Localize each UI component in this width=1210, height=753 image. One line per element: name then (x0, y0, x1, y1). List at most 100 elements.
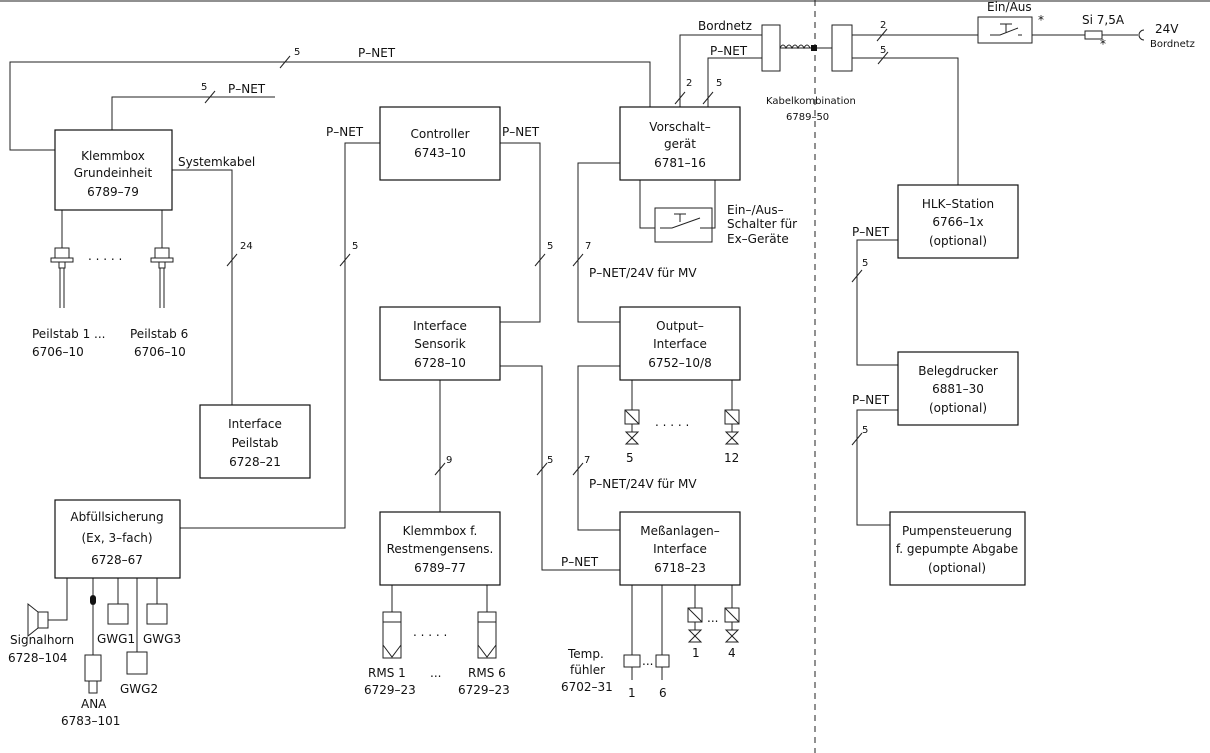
temp-label-2: fühler (570, 663, 605, 677)
gwg3-label: GWG3 (143, 632, 181, 646)
svg-text:6789–79: 6789–79 (87, 185, 139, 199)
count-5-mess: 5 (547, 455, 553, 466)
svg-text:(Ex, 3–fach): (Ex, 3–fach) (81, 531, 152, 545)
count-7-mess: 7 (584, 455, 590, 466)
svg-text:Interface: Interface (653, 542, 707, 556)
peilstab-1-symbol (50, 247, 74, 308)
peilstab1-label-1: Peilstab 1 ... (32, 327, 106, 341)
ein-aus-switch (977, 16, 1033, 44)
pumpensteuerung-box: Pumpensteuerung f. gepumpte Abgabe (opti… (889, 511, 1026, 586)
svg-text:6789–77: 6789–77 (414, 561, 466, 575)
count-7-output: 7 (585, 241, 591, 252)
peilstab-6-symbol (150, 247, 174, 308)
gwg3-symbol (146, 603, 168, 625)
labels: P–NET P–NET Systemkabel P–NET P–NET Bord… (8, 0, 1195, 728)
temp-label-3: 6702–31 (561, 680, 613, 694)
svg-text:Belegdrucker: Belegdrucker (918, 364, 998, 378)
rms-6-symbol (477, 611, 497, 659)
temp-sensor-1-symbol (623, 654, 641, 680)
svg-text:6766–1x: 6766–1x (932, 215, 983, 229)
output-valve-dots: . . . . . (655, 415, 689, 429)
gwg2-label: GWG2 (120, 682, 158, 696)
rms6-label-2: 6729–23 (458, 683, 510, 697)
svg-text:6781–16: 6781–16 (654, 156, 706, 170)
svg-text:6752–10/8: 6752–10/8 (648, 356, 712, 370)
count-24: 24 (240, 241, 253, 252)
v24-label: 24V (1155, 22, 1179, 36)
svg-text:Pumpensteuerung: Pumpensteuerung (902, 524, 1012, 538)
ein-aus-label: Ein/Aus (987, 0, 1032, 14)
valve-12-label: 12 (724, 451, 739, 465)
mess-valve-dots: ... (707, 611, 718, 625)
messanlagen-interface-box: Meßanlagen– Interface 6718–23 (619, 511, 741, 586)
ana-label-2: 6783–101 (61, 714, 120, 728)
svg-text:f. gepumpte Abgabe: f. gepumpte Abgabe (896, 542, 1018, 556)
temp-dots: ... (642, 654, 653, 668)
cable-ticks (204, 28, 889, 476)
pnet-label-beleg: P–NET (852, 393, 890, 407)
peilstab6-label-1: Peilstab 6 (130, 327, 188, 341)
svg-text:Vorschalt–: Vorschalt– (649, 120, 710, 134)
star-label-1: * (1038, 13, 1044, 27)
gwg2-symbol (126, 651, 148, 675)
belegdrucker-box: Belegdrucker 6881–30 (optional) (897, 351, 1019, 426)
pnet-label-top: P–NET (358, 46, 396, 60)
controller-box: Controller 6743–10 (379, 106, 501, 181)
temp-label-1: Temp. (567, 647, 604, 661)
kabelkombination-connector (761, 24, 853, 72)
exschalter-label-3: Ex–Geräte (727, 232, 789, 246)
temp-sensor-6-symbol (655, 654, 670, 680)
count-5-beleg: 5 (862, 425, 868, 436)
pnet-label-controller-left: P–NET (326, 125, 364, 139)
svg-text:6718–23: 6718–23 (654, 561, 706, 575)
signalhorn-symbol (27, 602, 49, 638)
valve-4-symbol (724, 607, 740, 643)
kabelkomb-label-1: Kabelkombination (766, 96, 856, 107)
count-5-second: 5 (201, 82, 207, 93)
valve-5-label: 5 (626, 451, 634, 465)
wires (9, 34, 1138, 655)
si-label: Si 7,5A (1082, 13, 1125, 27)
count-2-vorschalt: 2 (686, 78, 692, 89)
interface-peilstab-box: Interface Peilstab 6728–21 (199, 404, 311, 479)
pnet-label-hlk: P–NET (852, 225, 890, 239)
bordnetz-terminal (1138, 29, 1145, 41)
peilstab6-label-2: 6706–10 (134, 345, 186, 359)
svg-text:6728–10: 6728–10 (414, 356, 466, 370)
count-5-sensorik: 5 (547, 241, 553, 252)
exschalter-label-2: Schalter für (727, 217, 797, 231)
svg-text:Restmengensens.: Restmengensens. (387, 542, 494, 556)
valve-1-label: 1 (692, 646, 700, 660)
cable-counts: 5 5 2 5 2 5 24 5 5 7 5 5 9 5 7 (201, 20, 886, 466)
ex-switch (654, 207, 713, 243)
rms-ellipsis: ... (430, 666, 441, 680)
svg-text:Grundeinheit: Grundeinheit (74, 166, 153, 180)
ana-symbol (84, 595, 102, 694)
rms-dots: . . . . . (413, 625, 447, 639)
svg-text:6743–10: 6743–10 (414, 146, 466, 160)
interface-sensorik-box: Interface Sensorik 6728–10 (379, 306, 501, 381)
valve-12-symbol (724, 409, 740, 445)
star-label-2: * (1100, 37, 1106, 51)
abfuellsicherung-box: Abfüllsicherung (Ex, 3–fach) 6728–67 (54, 499, 181, 579)
count-5-right: 5 (880, 45, 886, 56)
klemmbox-rms-box: Klemmbox f. Restmengensens. 6789–77 (379, 511, 501, 586)
count-5-vorschalt: 5 (716, 78, 722, 89)
peilstab1-label-2: 6706–10 (32, 345, 84, 359)
svg-text:Interface: Interface (413, 319, 467, 333)
temp-6-label: 6 (659, 686, 667, 700)
svg-text:(optional): (optional) (928, 561, 986, 575)
svg-text:Abfüllsicherung: Abfüllsicherung (70, 510, 163, 524)
klemmbox-grundeinheit: Klemmbox Grundeinheit 6789–79 (54, 129, 173, 211)
count-5-hlk: 5 (862, 258, 868, 269)
pnet-label-controller-right: P–NET (502, 125, 540, 139)
fuse-symbol (1084, 30, 1103, 40)
rms1-label-1: RMS 1 (368, 666, 406, 680)
svg-text:Klemmbox: Klemmbox (81, 149, 145, 163)
bordnetz-label: Bordnetz (698, 19, 752, 33)
pnet-label-second: P–NET (228, 82, 266, 96)
pnet24-label-2: P–NET/24V für MV (589, 477, 697, 491)
gwg1-symbol (107, 603, 129, 625)
ana-label-1: ANA (81, 697, 107, 711)
peilstab-dots: . . . . . (88, 249, 122, 263)
